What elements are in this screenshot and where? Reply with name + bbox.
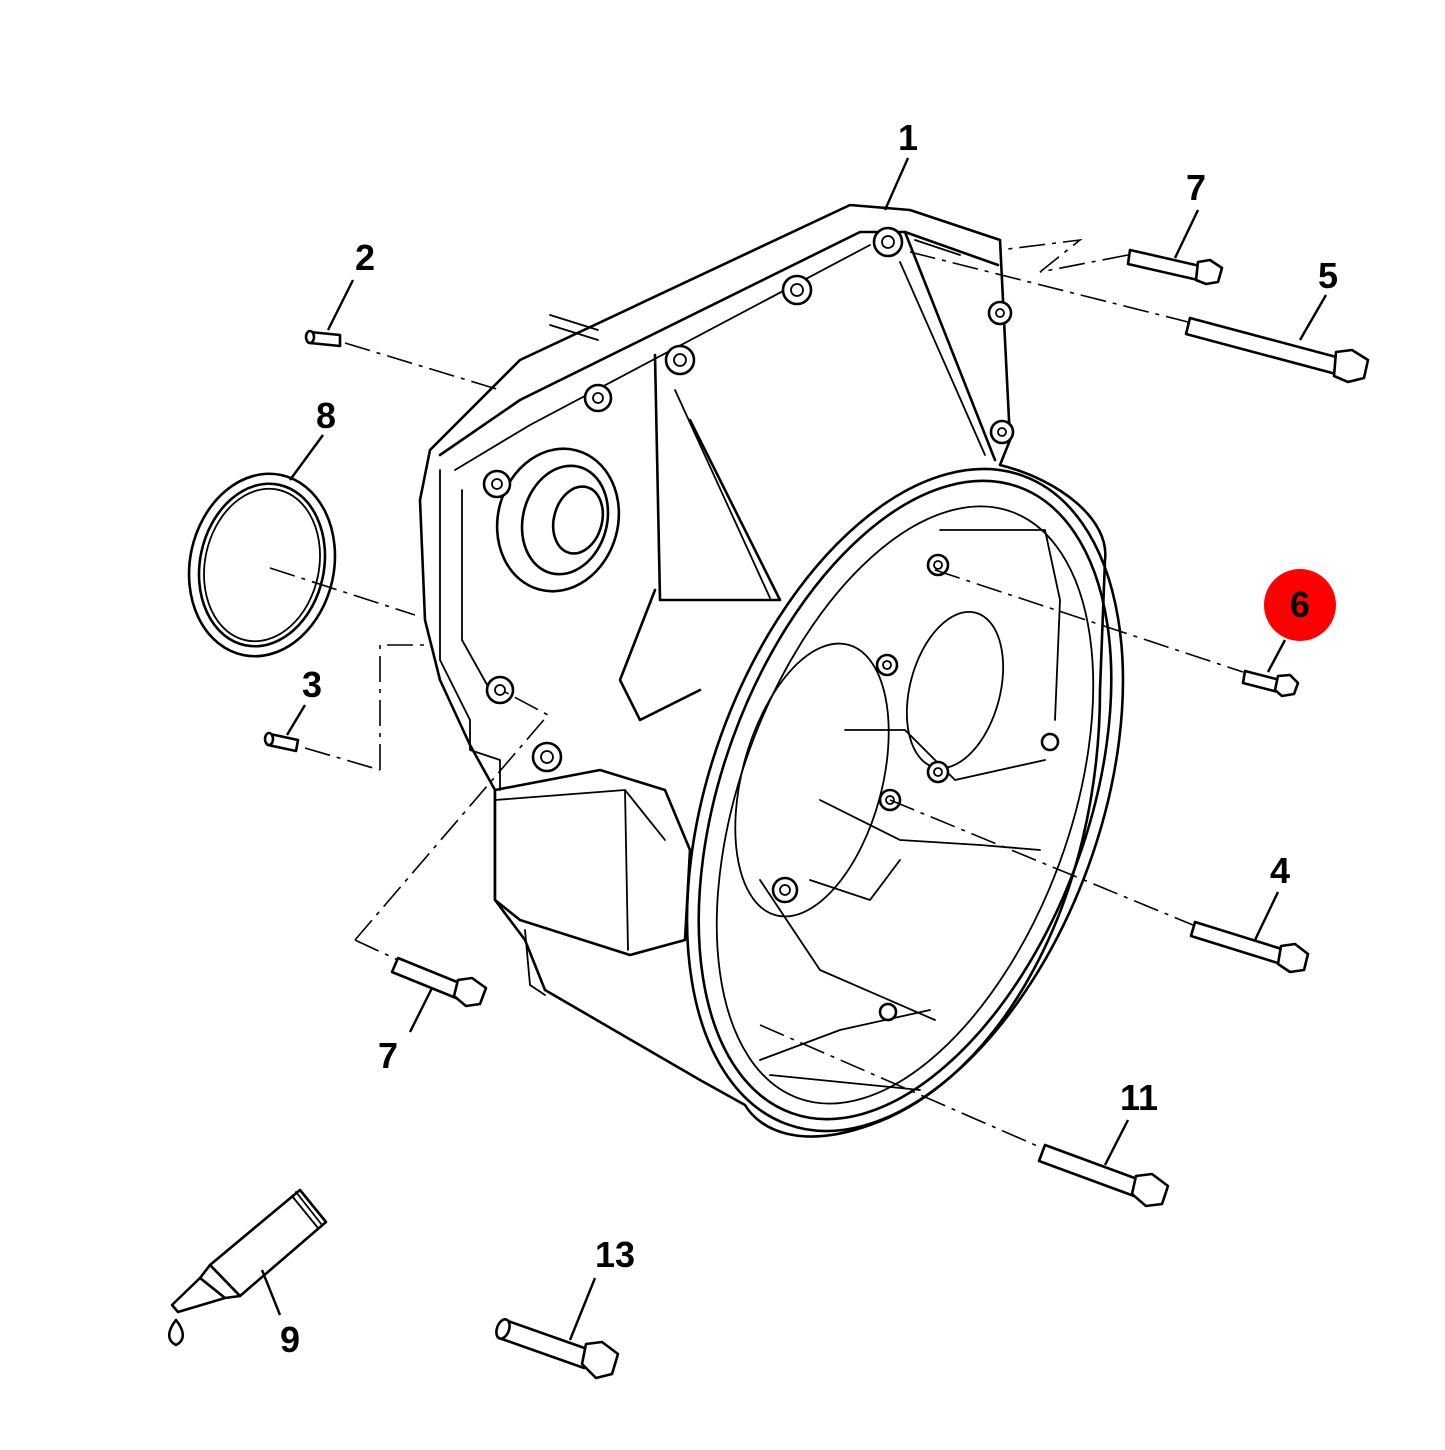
callout-1: 1 bbox=[898, 117, 918, 158]
callout-11: 11 bbox=[1120, 1077, 1158, 1118]
bolt-part-7-lower bbox=[390, 956, 488, 1008]
bolt-part-11 bbox=[1037, 1143, 1170, 1208]
callout-labels: 1 2 3 4 5 6 7 7 8 9 11 13 bbox=[280, 117, 1338, 1360]
callout-7-lower: 7 bbox=[378, 1035, 398, 1076]
callout-4: 4 bbox=[1270, 850, 1290, 891]
callout-2: 2 bbox=[355, 237, 375, 278]
highlight-marker-6 bbox=[1264, 569, 1336, 641]
alignment-lines bbox=[269, 238, 1244, 1149]
bolt-part-13 bbox=[495, 1318, 620, 1380]
bolt-part-4 bbox=[1189, 920, 1310, 974]
dowel-pin-part-3 bbox=[263, 731, 300, 753]
housing-part-1 bbox=[418, 203, 1125, 1138]
leader-lines bbox=[260, 157, 1328, 1341]
bolt-part-6 bbox=[1241, 669, 1300, 698]
callout-8: 8 bbox=[316, 395, 336, 436]
callout-3: 3 bbox=[302, 664, 322, 705]
callout-5: 5 bbox=[1318, 255, 1338, 296]
callout-9: 9 bbox=[280, 1319, 300, 1360]
callout-7-upper: 7 bbox=[1186, 167, 1206, 208]
callout-6: 6 bbox=[1290, 584, 1310, 625]
bolt-part-5 bbox=[1184, 316, 1370, 384]
callout-13: 13 bbox=[595, 1234, 635, 1275]
bolt-part-7-upper bbox=[1126, 248, 1224, 286]
housing-bosses bbox=[482, 226, 1060, 1022]
seal-ring-part-8 bbox=[187, 472, 337, 658]
dowel-pin-part-2 bbox=[304, 329, 342, 348]
sealant-tube-part-9 bbox=[167, 1188, 328, 1347]
